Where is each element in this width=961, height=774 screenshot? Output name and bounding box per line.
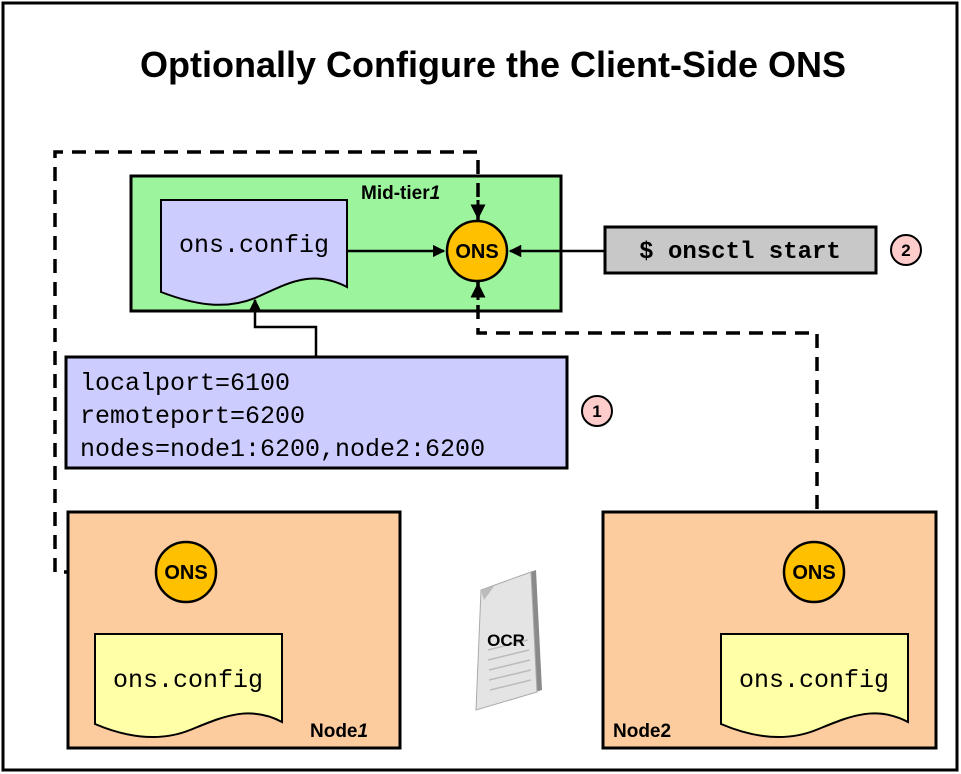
node1-ons-node	[154, 540, 218, 604]
node1-label: Node1	[310, 721, 368, 742]
ocr-document-icon	[475, 570, 542, 711]
node2-config-filename: ons.config	[739, 666, 889, 695]
ons-link-node2	[476, 282, 826, 542]
node1-ons-label: ONS	[164, 562, 207, 584]
command-box	[603, 225, 878, 275]
node1-config-file	[94, 633, 283, 739]
mid-tier-config-filename: ons.config	[179, 231, 329, 260]
settings-to-config-arrow	[248, 298, 318, 357]
mid-tier-label: Mid-tier1	[361, 183, 440, 204]
node2-ons-label: ONS	[792, 562, 835, 584]
step-1-badge	[581, 395, 613, 427]
config-line-localport: localport=6100	[80, 369, 290, 398]
ocr-label: OCR	[487, 631, 525, 650]
mid-tier-config-file	[160, 199, 348, 306]
mid-tier-ons-label: ONS	[455, 241, 498, 263]
command-text: $ onsctl start	[639, 239, 841, 266]
mid-tier-ons-node	[445, 219, 509, 283]
node2-label: Node2	[613, 721, 671, 742]
node1-config-filename: ons.config	[113, 666, 263, 695]
page-title: Optionally Configure the Client-Side ONS	[140, 44, 846, 85]
step-2-number: 2	[901, 241, 910, 260]
step-2-badge	[890, 234, 922, 266]
node2-ons-node	[782, 540, 846, 604]
config-line-remoteport: remoteport=6200	[80, 402, 305, 431]
node2-config-file	[720, 633, 909, 739]
step-1-number: 1	[592, 402, 601, 421]
config-line-nodes: nodes=node1:6200,node2:6200	[80, 435, 485, 464]
